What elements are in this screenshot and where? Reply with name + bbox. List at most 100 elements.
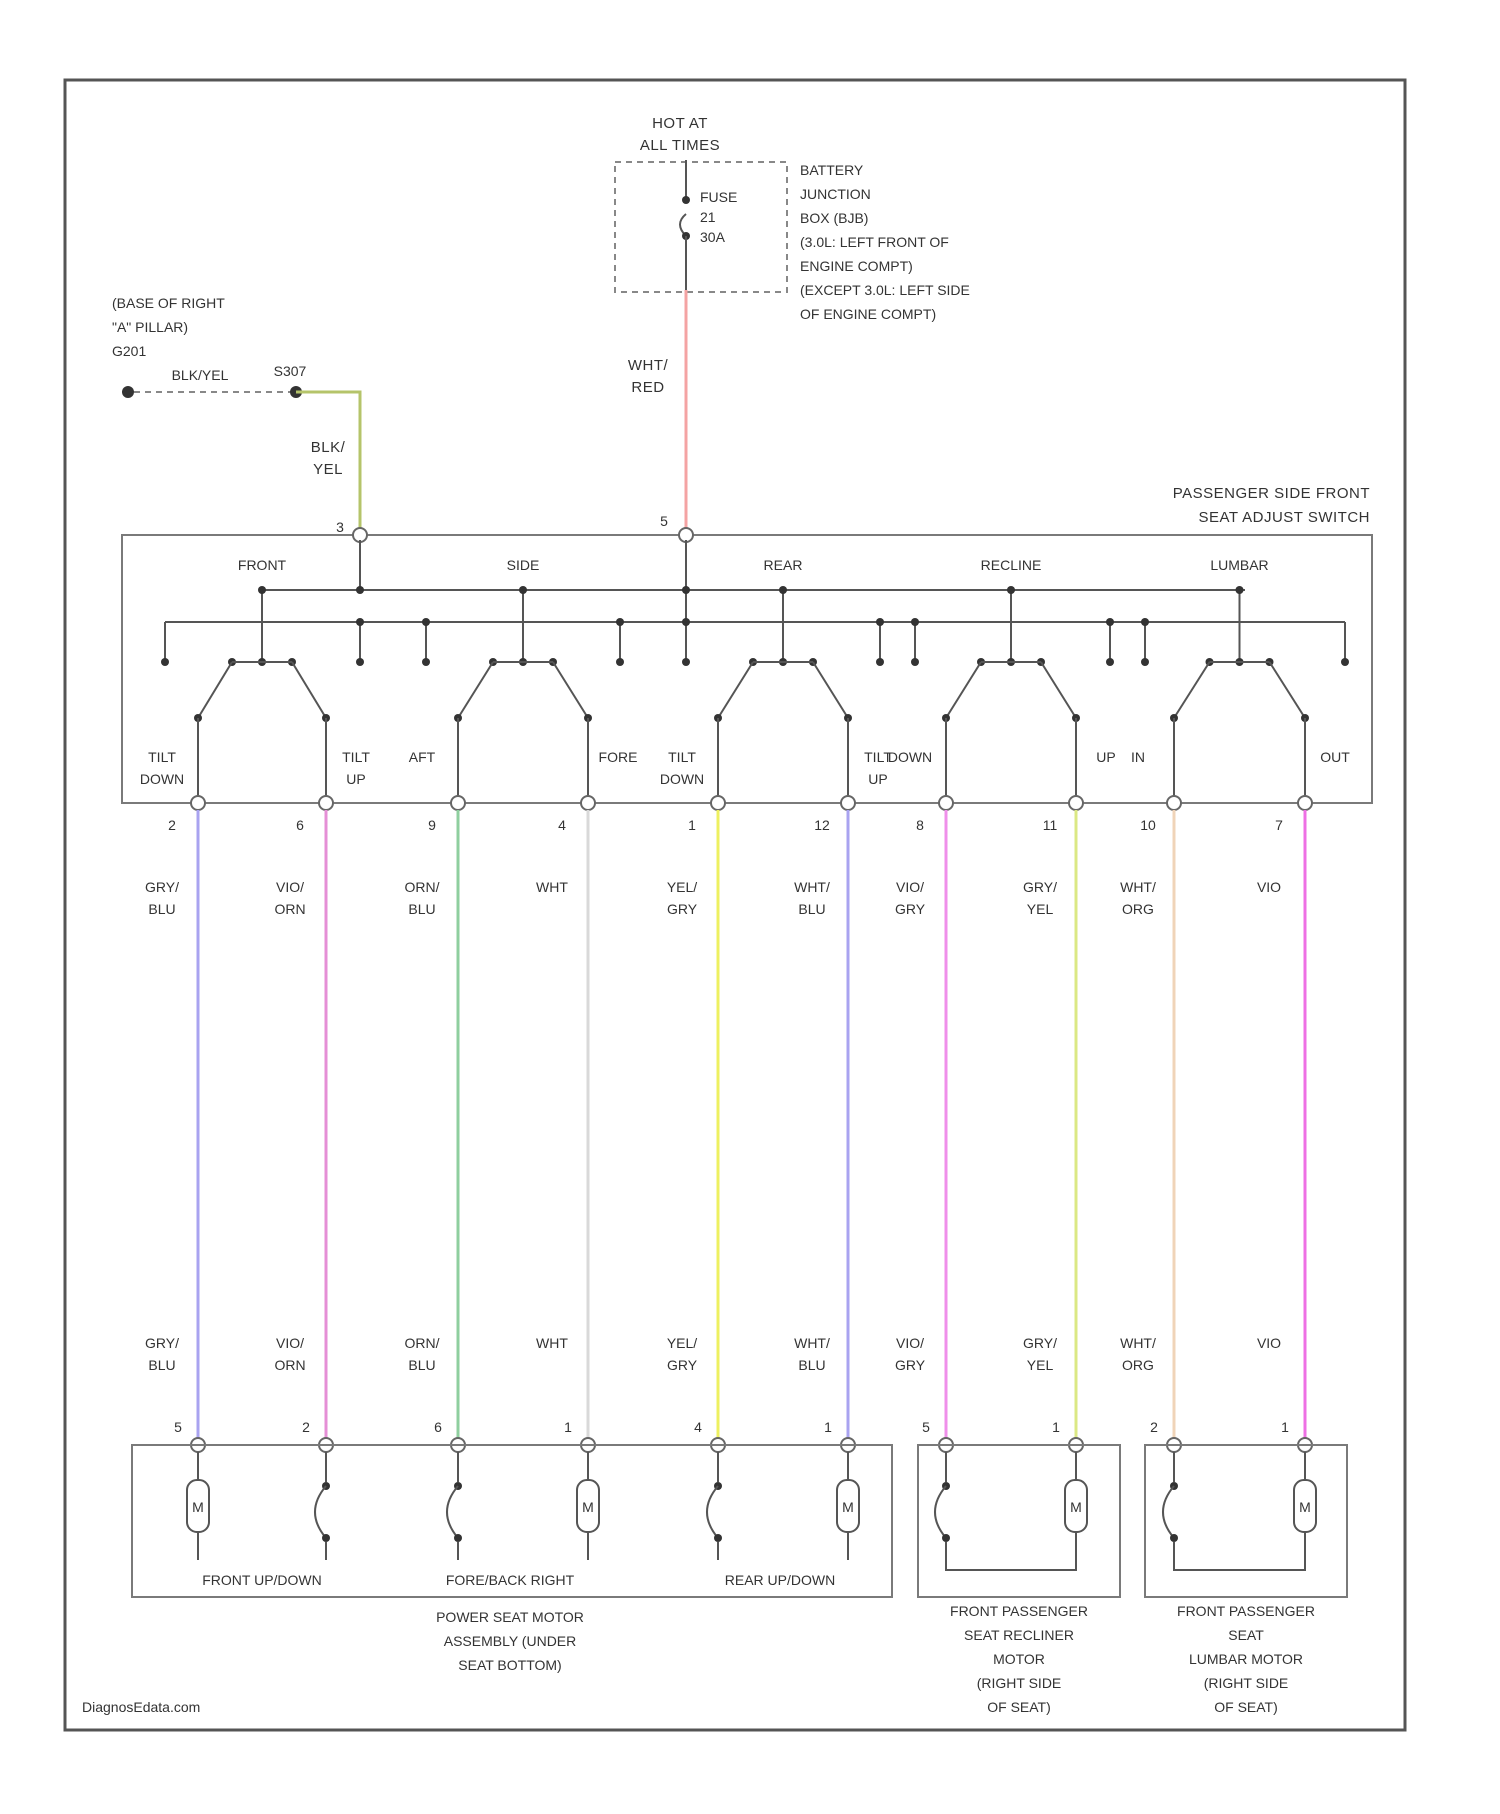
wire-color-label-bottom: GRY: [667, 1357, 698, 1373]
switch-junction: [356, 618, 364, 626]
switch-contact: [161, 658, 169, 666]
switch-output-label: UP: [1096, 749, 1115, 765]
switch-blade: [553, 662, 588, 718]
rear-up-down-label: REAR UP/DOWN: [725, 1572, 835, 1588]
wire-color-label-top: YEL: [1027, 901, 1054, 917]
switch-output-terminal: [711, 796, 725, 810]
wire-color-label-bottom: WHT: [536, 1335, 568, 1351]
wire-color-label-bottom: WHT/: [1120, 1335, 1156, 1351]
recliner-motor-title-line: (RIGHT SIDE: [977, 1675, 1062, 1691]
switch-contact: [616, 658, 624, 666]
switch-output-label: TILT: [668, 749, 696, 765]
switch-output-label: DOWN: [660, 771, 704, 787]
motor-pin: 4: [694, 1419, 702, 1435]
wire-color-label-top: BLU: [408, 901, 435, 917]
wire-color-label-top: GRY: [895, 901, 926, 917]
splice-label: S307: [274, 363, 307, 379]
recliner-motor-title-line: SEAT RECLINER: [964, 1627, 1074, 1643]
wire-color-label-bottom: BLU: [148, 1357, 175, 1373]
watermark: DiagnosEdata.com: [82, 1699, 200, 1715]
switch-title-1: PASSENGER SIDE FRONT: [1173, 485, 1370, 502]
wire-color-label-top: YEL/: [667, 879, 697, 895]
bjb-label-line: BATTERY: [800, 162, 864, 178]
switch-output-pin: 12: [814, 817, 830, 833]
lumbar-return-path: [1174, 1560, 1305, 1570]
ground-point: [122, 386, 134, 398]
lumbar-motor-title-line: SEAT: [1228, 1627, 1264, 1643]
switch-output-terminal: [191, 796, 205, 810]
switch-group-label: REAR: [764, 557, 803, 573]
switch-terminal-power: [679, 528, 693, 542]
ground-wire-color-2: YEL: [313, 461, 343, 478]
bjb-label-line: ENGINE COMPT): [800, 258, 913, 274]
wire-color-label-top: GRY: [667, 901, 698, 917]
motor-pin: 2: [302, 1419, 310, 1435]
switch-junction: [422, 618, 430, 626]
switch-group-label: LUMBAR: [1210, 557, 1268, 573]
switch-junction: [616, 618, 624, 626]
bjb-label-line: (3.0L: LEFT FRONT OF: [800, 234, 949, 250]
recliner-motor-box: [918, 1445, 1120, 1597]
bjb-label-line: JUNCTION: [800, 186, 871, 202]
switch-input-pin-ground: 3: [336, 519, 344, 535]
wire-color-label-bottom: WHT/: [794, 1335, 830, 1351]
recliner-motor-title-line: MOTOR: [993, 1651, 1045, 1667]
bjb-label-line: OF ENGINE COMPT): [800, 306, 936, 322]
switch-blade: [1174, 662, 1210, 718]
switch-output-label: DOWN: [140, 771, 184, 787]
switch-group-label: FRONT: [238, 557, 287, 573]
switch-junction: [258, 586, 266, 594]
switch-output-pin: 9: [428, 817, 436, 833]
bjb-label-line: (EXCEPT 3.0L: LEFT SIDE: [800, 282, 970, 298]
recliner-return-path: [946, 1560, 1076, 1570]
fuse-number: 21: [700, 209, 716, 225]
motor-pin: 1: [1281, 1419, 1289, 1435]
switch-output-terminal: [1069, 796, 1083, 810]
switch-blade: [718, 662, 753, 718]
wire-color-label-bottom: VIO/: [276, 1335, 304, 1351]
switch-output-label: FORE: [599, 749, 638, 765]
switch-output-label: OUT: [1320, 749, 1350, 765]
switch-junction: [356, 586, 364, 594]
lumbar-motor-title-line: (RIGHT SIDE: [1204, 1675, 1289, 1691]
ground-location-line: "A" PILLAR): [112, 319, 188, 335]
wire-color-label-top: GRY/: [1023, 879, 1057, 895]
switch-junction: [779, 586, 787, 594]
switch-contact: [1106, 658, 1114, 666]
wire-color-label-top: ORN/: [405, 879, 440, 895]
hot-at-label-2: ALL TIMES: [640, 137, 720, 154]
wire-color-label-top: WHT/: [794, 879, 830, 895]
switch-output-label: IN: [1131, 749, 1145, 765]
switch-output-pin: 4: [558, 817, 566, 833]
ground-wire-color-1: BLK/: [311, 439, 346, 456]
switch-output-label: DOWN: [888, 749, 932, 765]
limit-switch-contact: [714, 1534, 722, 1542]
switch-blade: [458, 662, 493, 718]
wire-color-label-bottom: ORN/: [405, 1335, 440, 1351]
switch-contact: [1341, 658, 1349, 666]
seat-adjust-switch: PASSENGER SIDE FRONT SEAT ADJUST SWITCH …: [122, 485, 1372, 803]
motor-symbol: M: [1070, 1499, 1082, 1515]
motor-symbol: M: [1299, 1499, 1311, 1515]
switch-blade: [813, 662, 848, 718]
motor-pin: 1: [564, 1419, 572, 1435]
battery-junction-box-outline: [615, 162, 787, 292]
wire-color-label-bottom: ORN: [274, 1357, 305, 1373]
wire-color-label-bottom: VIO: [1257, 1335, 1281, 1351]
wire-color-label-top: WHT/: [1120, 879, 1156, 895]
switch-output-label: TILT: [342, 749, 370, 765]
motor-symbol: M: [192, 1499, 204, 1515]
lumbar-motor-title-line: OF SEAT): [1214, 1699, 1278, 1715]
limit-switch-contact: [322, 1534, 330, 1542]
switch-blade: [1041, 662, 1076, 718]
switch-group-label: SIDE: [507, 557, 540, 573]
wire-color-label-top: WHT: [536, 879, 568, 895]
wire-color-label-top: GRY/: [145, 879, 179, 895]
wire-color-label-bottom: YEL: [1027, 1357, 1054, 1373]
lumbar-motor-title-line: LUMBAR MOTOR: [1189, 1651, 1303, 1667]
wire-color-label-top: VIO: [1257, 879, 1281, 895]
switch-junction: [1236, 586, 1244, 594]
switch-contact: [1141, 658, 1149, 666]
limit-switch-contact: [942, 1534, 950, 1542]
